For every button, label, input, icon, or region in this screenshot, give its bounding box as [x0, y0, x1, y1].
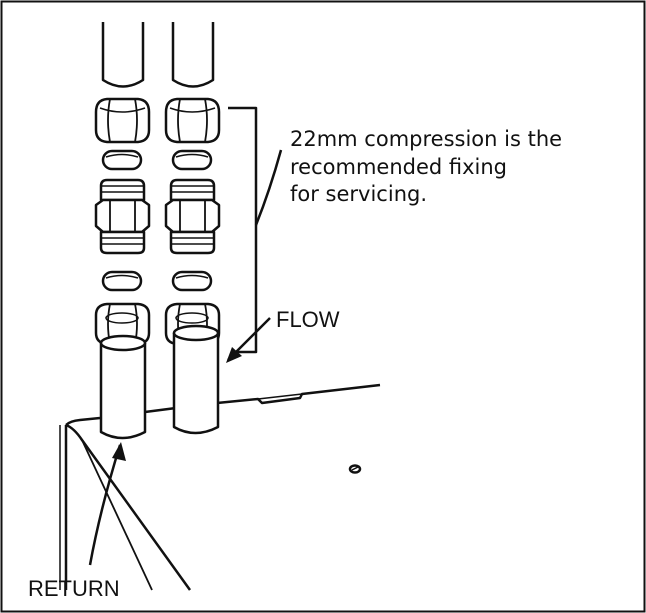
drawing: [59, 22, 381, 591]
left-bottom-nut: [94, 302, 151, 346]
return-stub-pipe: [99, 334, 147, 440]
right-connector-body: [164, 178, 221, 255]
return-arrow: [88, 444, 122, 566]
fixing-note-line-1: 22mm compression is the: [290, 127, 562, 151]
right-top-olive: [171, 149, 213, 171]
return-arrowhead: [112, 442, 126, 461]
flow-stub-pipe: [172, 324, 220, 435]
left-pipe: [101, 22, 145, 88]
boiler-casing: [59, 383, 381, 591]
note-leader-line: [254, 149, 283, 226]
left-connector-body: [94, 178, 151, 255]
fixing-note-line-2: recommended fixing: [290, 155, 507, 179]
flow-label: FLOW: [276, 307, 340, 332]
right-pipe: [171, 22, 215, 88]
left-top-nut: [94, 97, 151, 144]
right-bottom-olive: [171, 270, 213, 292]
flow-arrowhead: [226, 347, 242, 363]
fixing-note-line-3: for servicing.: [290, 182, 427, 206]
grouping-bracket: [228, 106, 258, 354]
return-label: RETURN: [28, 576, 120, 601]
left-bottom-olive: [101, 270, 143, 292]
left-top-olive: [101, 149, 143, 171]
screw-mark: [348, 464, 362, 474]
right-top-nut: [164, 97, 221, 144]
